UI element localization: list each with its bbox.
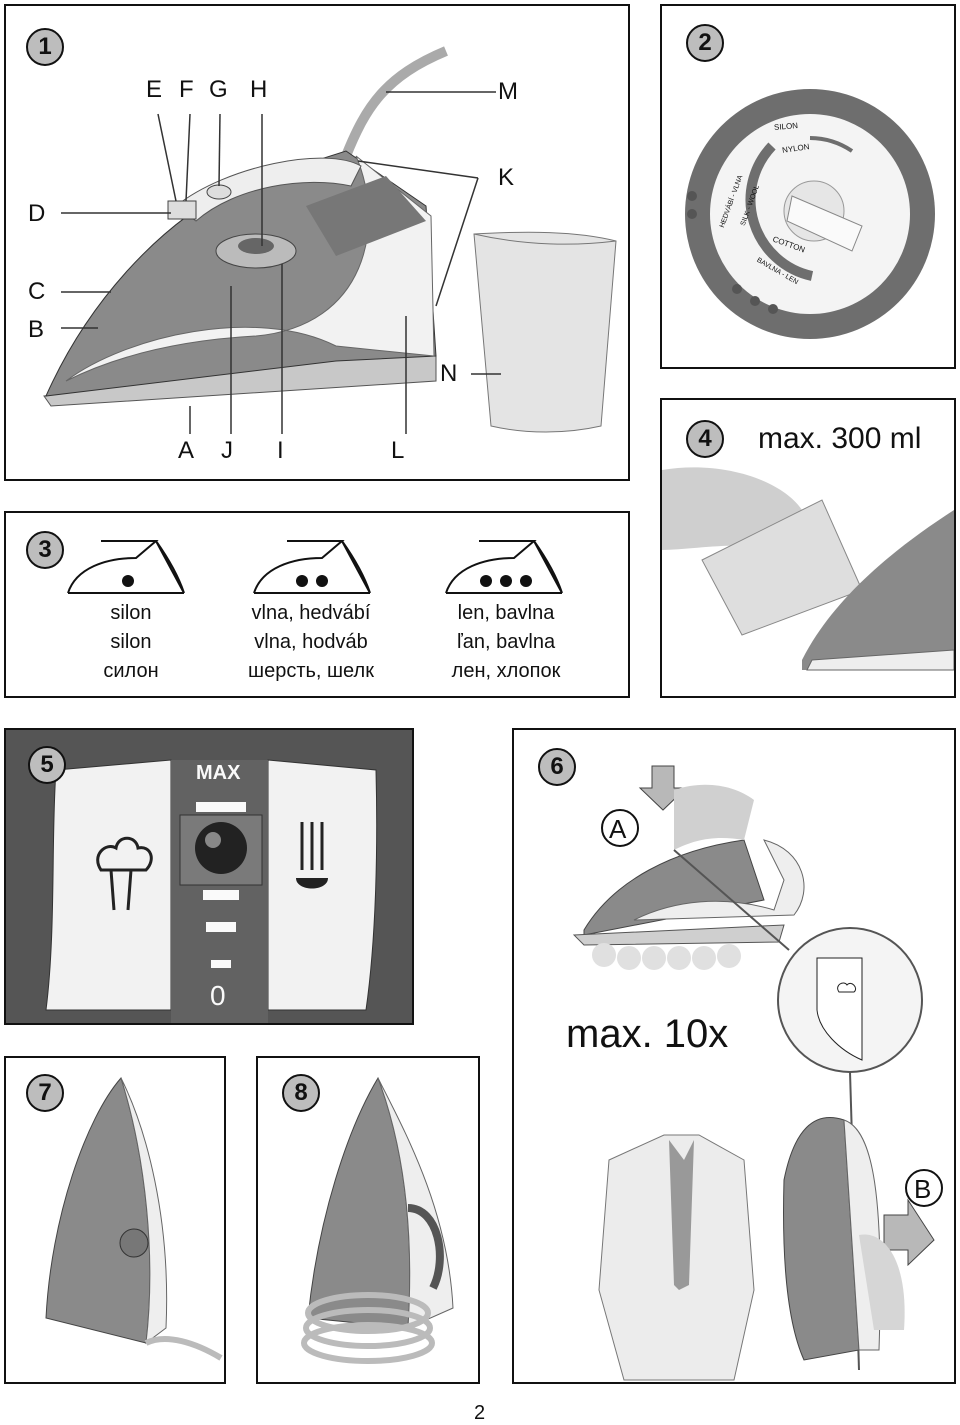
panel-number: 2 [686,24,724,62]
label-F: F [179,76,194,103]
label-J: J [221,437,233,464]
filling-illustration [662,467,954,671]
label-E: E [146,76,163,103]
panel-8-cord-wrap: 8 [256,1056,480,1384]
label-G: G [209,76,228,103]
label-L: L [391,437,405,464]
shot-of-steam-illustration [572,765,943,1381]
label-N: N [440,360,458,387]
max-times-label: max. 10x [566,1012,729,1056]
label-H: H [250,76,268,103]
panel-number: 6 [538,748,576,786]
steam-zero-label: 0 [210,980,226,1011]
panel-number: 4 [686,420,724,458]
label-K: K [498,164,515,191]
label-B: B [28,316,45,343]
panel-6-shot-of-steam: 6 A max. 10x B [512,728,956,1384]
care-symbols [67,540,563,594]
panel-number: 8 [282,1074,320,1112]
label-M: M [498,78,518,105]
label-I: I [277,437,284,464]
press-label-b: B [914,1174,932,1204]
label-A: A [178,437,195,464]
care-text-2: vlna, hedvábí vlna, hodváb шерсть, шелк [248,602,374,682]
panel-2-dial: 2 SILON NYLON SILK - WOOL HEDVÁBÍ - VLNA… [660,4,956,369]
steam-control-illustration [6,730,412,1023]
panel-1-parts: 1 [4,4,630,481]
care-text-3: len, bavlna ľan, bavlna лен, хлопок [451,602,561,682]
panel-3-care: 3 silon silon силон vlna, hedvábí vlna, … [4,511,630,698]
iron-symbol-3-dots [445,540,563,594]
panel-number: 1 [26,28,64,66]
iron-symbol-2-dots [253,540,371,594]
temperature-dial-illustration [685,89,935,339]
iron-illustration [43,46,617,434]
panel-number: 5 [28,746,66,784]
panel-4-fill: 4 max. 300 ml [660,398,956,698]
upright-iron-illustration [45,1076,223,1361]
label-D: D [28,200,46,227]
label-C: C [28,278,46,305]
steam-max-label: MAX [196,762,241,784]
panel-number: 7 [26,1074,64,1112]
cord-wrap-illustration [301,1076,454,1364]
panel-5-steam-control: 5 MAX 0 [4,728,414,1025]
care-text-1: silon silon силон [103,602,159,682]
press-label-a: A [609,814,627,844]
iron-symbol-1-dot [67,540,185,594]
fill-max-label: max. 300 ml [758,422,922,455]
panel-number: 3 [26,531,64,569]
panel-7-upright-storage: 7 [4,1056,226,1384]
page-number: 2 [474,1402,486,1424]
